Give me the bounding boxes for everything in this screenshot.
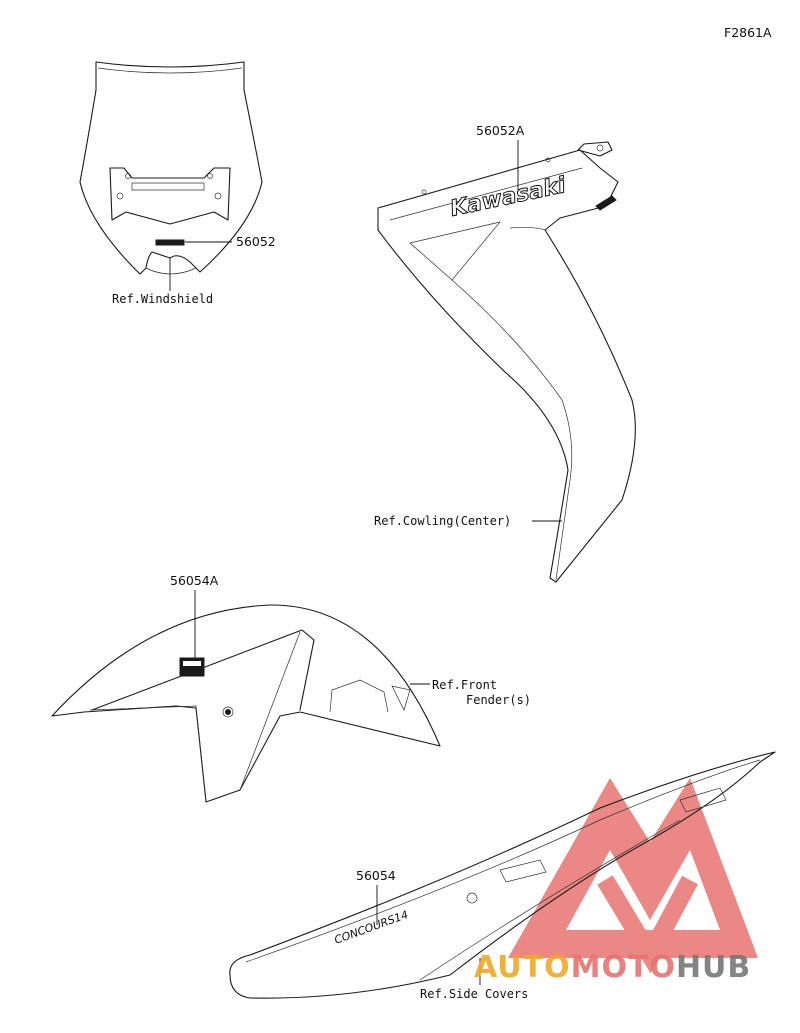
figure-id: F2861A <box>724 25 772 40</box>
watermark-text: AUTOMOTOHUB <box>474 950 751 985</box>
callout-56052a: 56052A <box>476 123 525 138</box>
fender-decal-icon <box>179 657 205 677</box>
windshield-decal-icon <box>155 239 185 246</box>
callout-56052: 56052 <box>236 234 276 249</box>
callout-56054a: 56054A <box>170 573 219 588</box>
windshield-part <box>79 61 263 275</box>
ref-side-covers-label: Ref.Side Covers <box>420 987 529 1001</box>
ref-cowling-label: Ref.Cowling(Center) <box>374 514 512 528</box>
ref-front-fender-label-line2: Fender(s) <box>466 693 532 707</box>
callout-56054: 56054 <box>356 868 396 883</box>
ref-windshield-label: Ref.Windshield <box>112 292 214 306</box>
ref-front-fender-label-line1: Ref.Front <box>432 678 498 692</box>
watermark-logo-icon <box>508 778 758 974</box>
watermark-moto: MOTO <box>570 950 676 985</box>
watermark-hub: HUB <box>675 950 752 985</box>
watermark-auto: AUTO <box>474 950 571 985</box>
cowling-emblem-icon: Kawasaki <box>448 173 568 222</box>
side-cover-emblem-icon: CONCOURS14 <box>333 908 410 947</box>
front-fender-part <box>51 604 441 803</box>
